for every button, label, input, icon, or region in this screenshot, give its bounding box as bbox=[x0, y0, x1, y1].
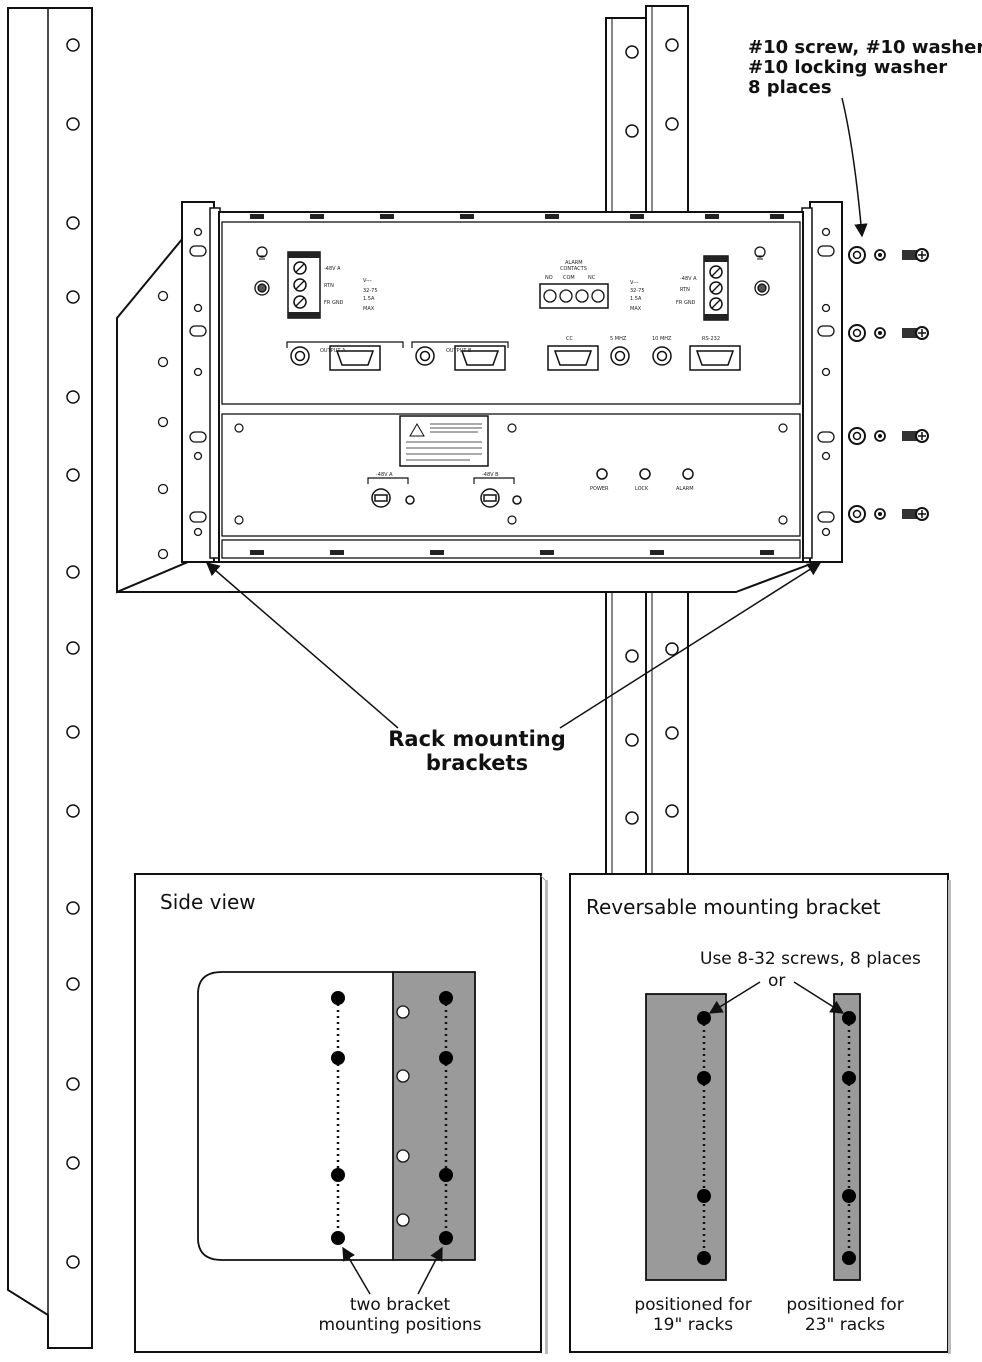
label-contacts: CONTACTS bbox=[560, 266, 587, 272]
label-rating-v-right: V--- bbox=[630, 280, 639, 286]
hardware-row bbox=[848, 246, 929, 264]
label-48va-right: -48V A bbox=[680, 276, 697, 282]
label-alarm-led: ALARM bbox=[676, 486, 694, 492]
bnc-5mhz bbox=[610, 346, 630, 366]
hardware-callout: #10 screw, #10 washer #10 locking washer… bbox=[748, 37, 982, 99]
right-terminal-block bbox=[703, 255, 729, 321]
label-lock: LOCK bbox=[635, 486, 649, 492]
label-rating-v-left: V--- bbox=[363, 278, 372, 284]
screw-note: Use 8-32 screws, 8 places bbox=[700, 949, 921, 969]
mounting-hardware bbox=[848, 246, 929, 523]
label-5mhz: 5 MHZ bbox=[610, 336, 627, 342]
panel-lettering: OUTPUT A OUTPUT B CC 5 MHZ 10 MHZ RS-232… bbox=[320, 260, 720, 492]
hardware-row bbox=[848, 324, 929, 342]
label-com: COM bbox=[563, 275, 575, 281]
label-rating-amp-right: 1.5A bbox=[630, 296, 642, 302]
left-rack-rail bbox=[7, 7, 93, 1349]
rack-brackets-callout-line: brackets bbox=[425, 750, 529, 775]
right-rack-rail-lower bbox=[605, 581, 689, 876]
hardware-callout-line: 8 places bbox=[748, 77, 832, 99]
db9-output-b bbox=[454, 345, 506, 371]
shelf bbox=[116, 229, 817, 594]
side-view-inset bbox=[134, 873, 548, 1354]
reversable-bracket-inset bbox=[569, 873, 951, 1354]
left-terminal-block bbox=[287, 251, 321, 319]
right-mounting-bracket bbox=[801, 201, 843, 563]
label-frgnd-right: FR GND bbox=[676, 300, 696, 306]
label-rs232: RS-232 bbox=[702, 336, 720, 342]
warning-label bbox=[399, 415, 489, 467]
reversable-bracket-title: Reversable mounting bracket bbox=[586, 895, 881, 919]
label-rating-amp-left: 1.5A bbox=[363, 296, 375, 302]
label-48va-left: -48V A bbox=[324, 266, 341, 272]
label-power: POWER bbox=[590, 486, 609, 492]
rack-brackets-callout: Rack mounting brackets bbox=[352, 727, 602, 775]
label-frgnd-left: FR GND bbox=[324, 300, 344, 306]
label-23-inch-line: positioned for bbox=[786, 1295, 904, 1315]
label-10mhz: 10 MHZ bbox=[652, 336, 672, 342]
side-view-note: two bracket mounting positions bbox=[300, 1295, 500, 1335]
rack-brackets-callout-line: Rack mounting bbox=[388, 727, 566, 751]
label-output-b: OUTPUT B bbox=[446, 348, 472, 354]
label-19-inch-line: positioned for bbox=[634, 1295, 752, 1315]
side-view-note-line: two bracket bbox=[349, 1295, 451, 1315]
label-rtn-right: RTN bbox=[680, 287, 690, 293]
db9-cc bbox=[547, 345, 599, 371]
right-rack-rail-upper bbox=[605, 5, 689, 221]
label-alarm: ALARM bbox=[565, 260, 583, 266]
hardware-callout-line: #10 locking washer bbox=[748, 57, 948, 79]
label-cc: CC bbox=[566, 336, 573, 342]
breaker-b bbox=[480, 488, 522, 508]
bnc-output-b bbox=[415, 346, 435, 366]
label-19-inch: positioned for 19" racks bbox=[608, 1295, 778, 1335]
label-breaker-b: -48V B bbox=[482, 472, 499, 478]
side-view-note-line: mounting positions bbox=[318, 1314, 482, 1335]
side-view-title: Side view bbox=[160, 890, 256, 914]
label-nc: NC bbox=[588, 275, 596, 281]
db9-output-a bbox=[329, 345, 381, 371]
label-rating-max-right: MAX bbox=[630, 306, 642, 312]
label-rating-range-right: 32-75 bbox=[630, 288, 645, 294]
power-led bbox=[596, 468, 608, 480]
callout-arrows bbox=[205, 97, 868, 729]
label-23-inch: positioned for 23" racks bbox=[770, 1295, 920, 1335]
equipment-chassis bbox=[218, 211, 804, 563]
alarm-led bbox=[682, 468, 694, 480]
hardware-callout-line: #10 screw, #10 washer bbox=[748, 37, 982, 58]
label-no: NO bbox=[545, 275, 553, 281]
label-rtn-left: RTN bbox=[324, 283, 334, 289]
bnc-output-a bbox=[290, 346, 310, 366]
label-rating-max-left: MAX bbox=[363, 306, 375, 312]
label-breaker-a: -48V A bbox=[376, 472, 393, 478]
label-rating-range-left: 32-75 bbox=[363, 288, 378, 294]
db9-rs232 bbox=[689, 345, 741, 371]
hardware-row bbox=[848, 427, 929, 445]
or-note: or bbox=[768, 971, 786, 991]
alarm-contacts-block bbox=[539, 283, 609, 309]
label-output-a: OUTPUT A bbox=[320, 348, 346, 354]
label-19-inch-line: 19" racks bbox=[652, 1314, 734, 1335]
label-23-inch-line: 23" racks bbox=[804, 1314, 886, 1335]
hardware-row bbox=[848, 505, 929, 523]
left-mounting-bracket bbox=[181, 201, 221, 563]
breaker-a bbox=[371, 488, 415, 508]
lock-led bbox=[639, 468, 651, 480]
bnc-10mhz bbox=[652, 346, 672, 366]
